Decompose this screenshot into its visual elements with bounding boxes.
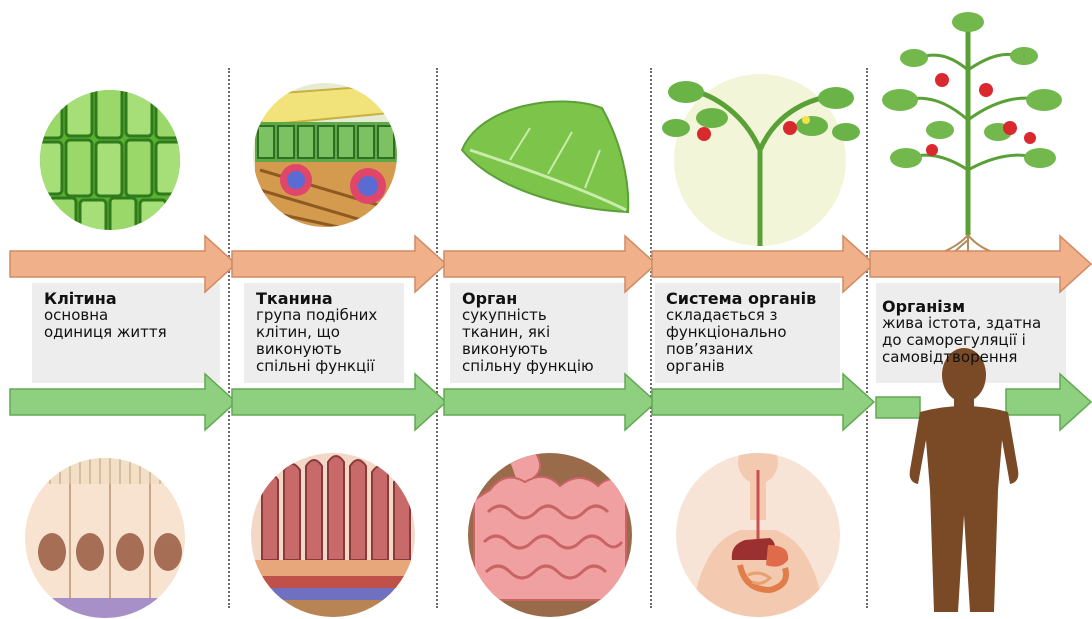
plant-arrow-row — [10, 236, 1091, 292]
stage-title: Організм — [882, 298, 1041, 315]
intestine-icon — [468, 443, 632, 617]
stage-caption: Орган сукупність тканин, які виконують с… — [462, 290, 594, 375]
stage-title: Тканина — [256, 290, 377, 307]
intestinal-tissue-icon — [250, 453, 420, 619]
stage-caption: Клітина основна одиниця життя — [44, 290, 167, 341]
leaf-icon — [462, 101, 628, 212]
stage-title: Клітина — [44, 290, 167, 307]
tomato-plant-icon — [882, 12, 1062, 264]
stage-title: Система органів — [666, 290, 816, 307]
stage-caption: Організм жива істота, здатна до саморегу… — [882, 298, 1041, 366]
digestive-system-icon — [676, 440, 840, 619]
human-cells-icon — [20, 458, 190, 618]
human-silhouette-icon — [910, 348, 1019, 612]
plant-shoot-icon — [662, 74, 860, 246]
plant-cell-icon — [36, 80, 182, 240]
stage-caption: Система органів складається з функціонал… — [666, 290, 816, 375]
plant-tissue-icon — [253, 83, 400, 236]
stage-title: Орган — [462, 290, 594, 307]
stage-caption: Тканина група подібних клітин, що викону… — [256, 290, 377, 375]
